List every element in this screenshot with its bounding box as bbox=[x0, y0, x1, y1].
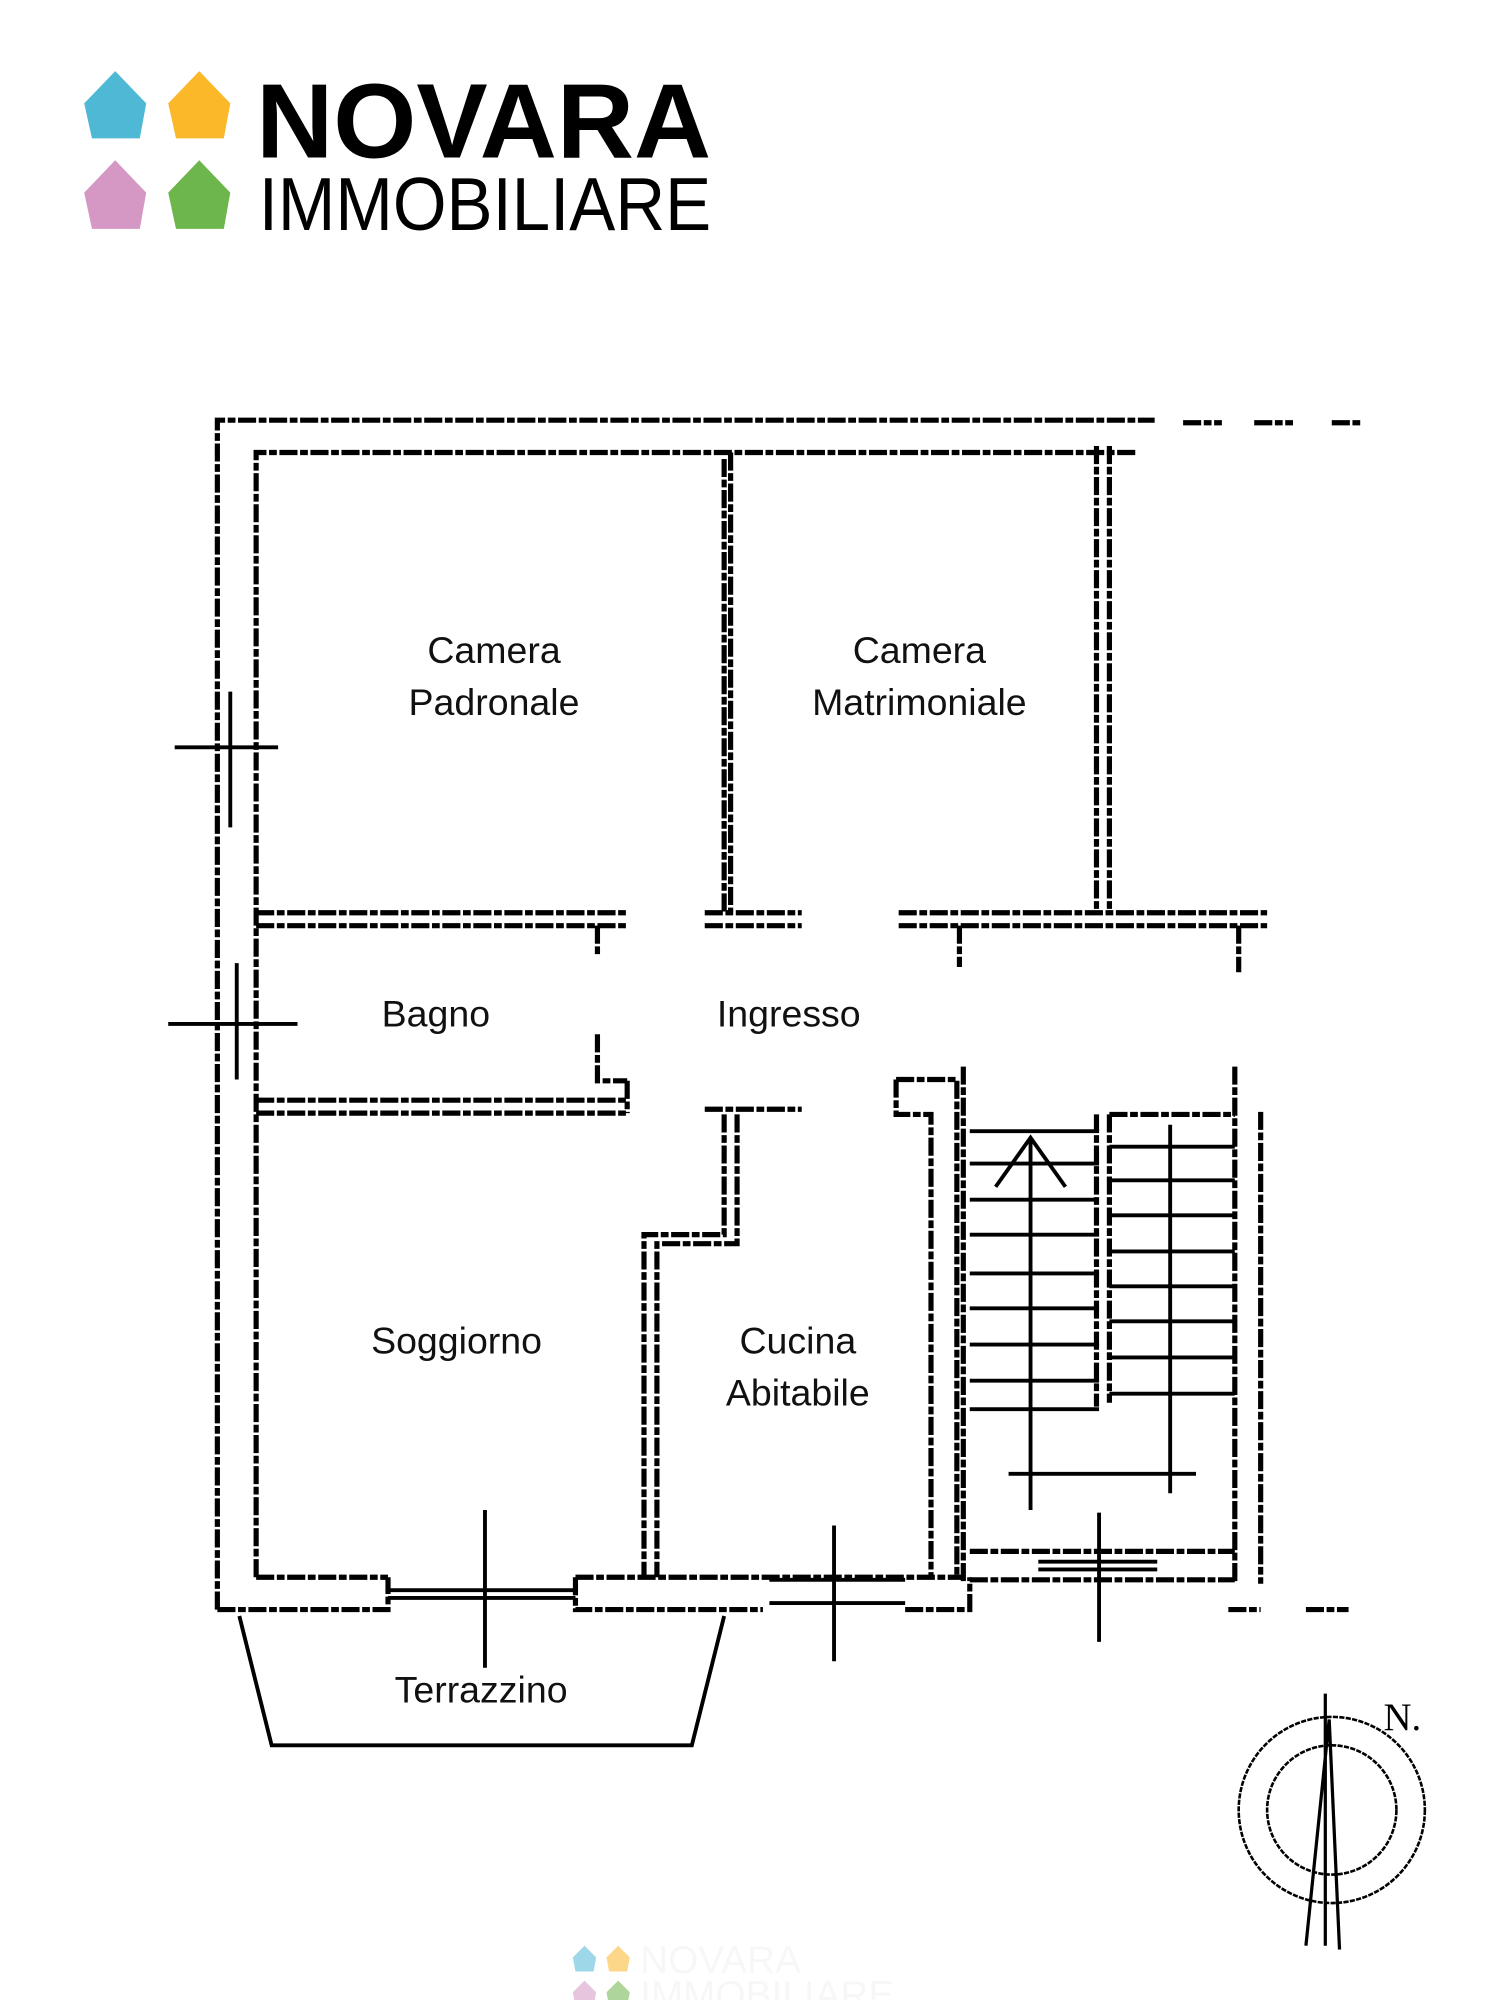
watermark-title: NOVARA bbox=[640, 1939, 801, 1982]
stairwell bbox=[960, 1066, 1349, 1642]
terrace-outline bbox=[237, 1615, 727, 1748]
room-cucina-line1: Cucina bbox=[739, 1320, 856, 1362]
room-camera-padronale-line1: Camera bbox=[427, 629, 560, 671]
floor-plan bbox=[168, 417, 1362, 1748]
room-camera-matrimoniale-line1: Camera bbox=[853, 629, 986, 671]
window bbox=[388, 1577, 906, 1606]
pink-house-icon bbox=[84, 160, 147, 229]
right-corridor-wall bbox=[898, 910, 1268, 973]
bottom-outer-wall bbox=[217, 1577, 973, 1613]
room-bagno: Bagno bbox=[382, 993, 490, 1035]
room-ingresso: Ingresso bbox=[717, 993, 861, 1035]
room-soggiorno: Soggiorno bbox=[371, 1320, 542, 1362]
stair-arrow-icon bbox=[994, 1134, 1068, 1188]
house-icons bbox=[84, 71, 231, 229]
north-compass-icon: N. bbox=[1237, 1693, 1427, 1950]
outer-wall bbox=[214, 417, 1155, 1610]
room-labels: Camera Padronale Camera Matrimoniale Bag… bbox=[371, 629, 1027, 1710]
bedroom-partition bbox=[721, 452, 734, 912]
compass-label: N. bbox=[1383, 1696, 1421, 1739]
blue-house-icon bbox=[84, 71, 147, 139]
inner-wall bbox=[253, 449, 1136, 1578]
room-camera-padronale-line2: Padronale bbox=[409, 681, 580, 723]
bagno-top-wall bbox=[256, 910, 628, 957]
bagno-bottom-wall bbox=[256, 1034, 630, 1116]
kitchen-right-wall bbox=[893, 1076, 960, 1578]
room-cucina-line2: Abitabile bbox=[726, 1371, 870, 1413]
watermark-subtitle: IMMOBILIARE bbox=[640, 1974, 894, 2000]
watermark-logo: NOVARA IMMOBILIARE bbox=[572, 1939, 894, 2000]
ingresso-wall bbox=[704, 910, 802, 929]
logo-title: NOVARA bbox=[256, 63, 711, 181]
logo-subtitle: IMMOBILIARE bbox=[259, 162, 711, 246]
green-house-icon bbox=[168, 160, 231, 229]
room-terrazzino: Terrazzino bbox=[395, 1669, 568, 1711]
brand-logo: NOVARA IMMOBILIARE bbox=[84, 63, 711, 246]
dimension-mark bbox=[168, 691, 298, 1080]
kitchen-wall bbox=[641, 1106, 802, 1578]
room-camera-matrimoniale-line2: Matrimoniale bbox=[812, 681, 1027, 723]
matrimoniale-wall bbox=[1093, 446, 1112, 912]
yellow-house-icon bbox=[168, 71, 231, 139]
window-axis bbox=[483, 1510, 836, 1668]
